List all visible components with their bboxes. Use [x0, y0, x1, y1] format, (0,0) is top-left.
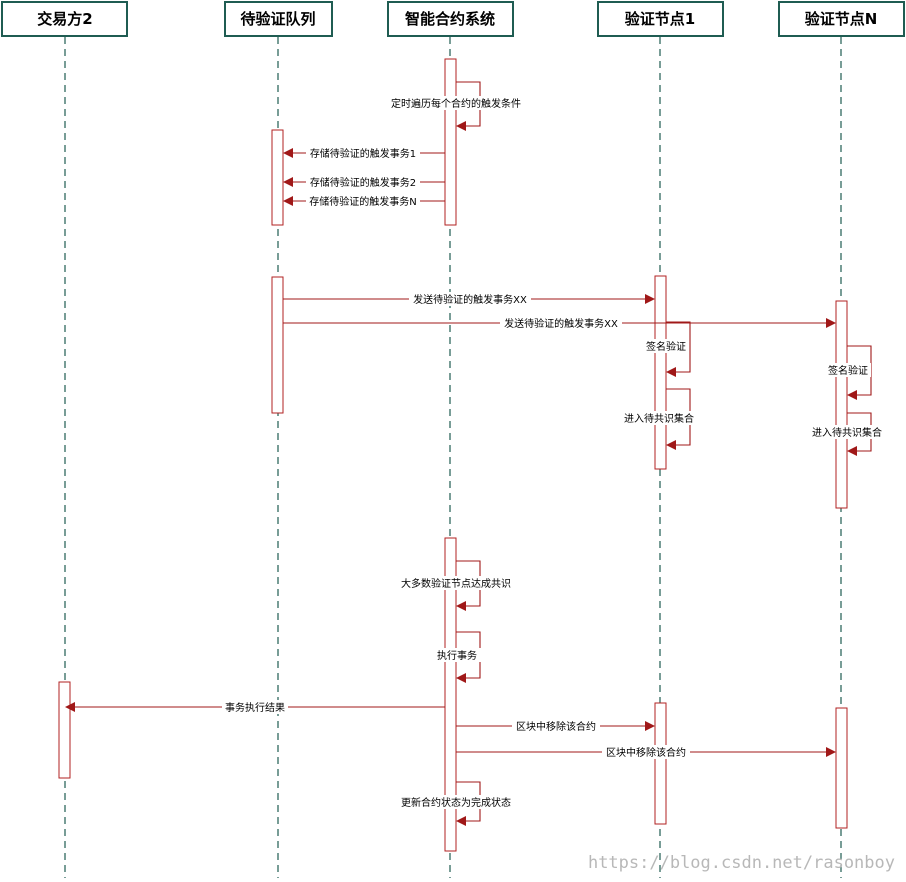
watermark-text: https://blog.csdn.net/rasonboy — [588, 853, 895, 873]
participant-label: 验证节点1 — [625, 10, 695, 28]
message-label: 更新合约状态为完成状态 — [401, 796, 511, 809]
message-label: 区块中移除该合约 — [516, 720, 596, 733]
participant-node1: 验证节点1 — [597, 1, 724, 37]
participant-contract: 智能合约系统 — [387, 1, 514, 37]
message-label: 存储待验证的触发事务2 — [310, 176, 416, 189]
participant-label: 智能合约系统 — [405, 10, 495, 28]
activation-trader2 — [58, 681, 71, 779]
activation-contract — [444, 537, 457, 852]
message-label: 发送待验证的触发事务XX — [413, 293, 527, 306]
participant-trader2: 交易方2 — [1, 1, 128, 37]
message-label: 执行事务 — [437, 649, 477, 662]
message-label: 大多数验证节点达成共识 — [401, 577, 511, 590]
message-label: 签名验证 — [828, 364, 868, 377]
activation-contract — [444, 58, 457, 226]
activation-nodeN — [835, 300, 848, 509]
message-label: 进入待共识集合 — [624, 412, 694, 425]
message-label: 定时遍历每个合约的触发条件 — [391, 97, 521, 110]
participant-nodeN: 验证节点N — [778, 1, 905, 37]
participant-label: 验证节点N — [805, 10, 878, 28]
activation-node1 — [654, 702, 667, 825]
activation-queue — [271, 129, 284, 226]
message-label: 存储待验证的触发事务N — [309, 195, 416, 208]
message-label: 区块中移除该合约 — [606, 746, 686, 759]
activation-queue — [271, 276, 284, 414]
participant-queue: 待验证队列 — [224, 1, 333, 37]
message-label: 存储待验证的触发事务1 — [310, 147, 416, 160]
activation-node1 — [654, 275, 667, 470]
message-label: 发送待验证的触发事务XX — [504, 317, 618, 330]
self-message-arrow — [666, 321, 691, 377]
participant-label: 交易方2 — [37, 10, 92, 28]
activation-nodeN — [835, 707, 848, 829]
message-label: 签名验证 — [646, 340, 686, 353]
message-label: 事务执行结果 — [225, 701, 285, 714]
participant-label: 待验证队列 — [240, 10, 315, 28]
message-label: 进入待共识集合 — [812, 426, 882, 439]
